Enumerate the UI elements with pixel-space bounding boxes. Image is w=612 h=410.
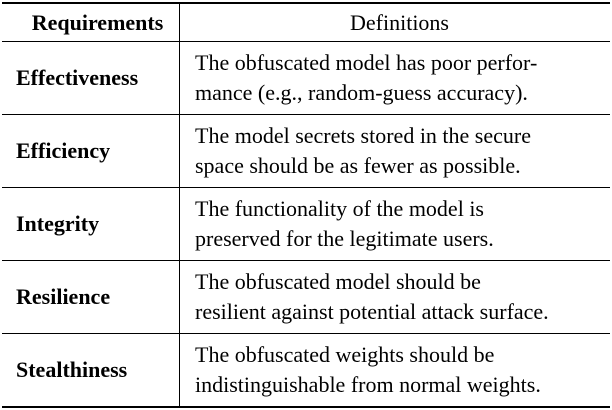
table-row: Efficiency The model secrets stored in t… xyxy=(2,115,610,187)
table-row: Effectiveness The obfuscated model has p… xyxy=(2,42,610,114)
definition-line: The model secrets stored in the secure xyxy=(195,123,531,148)
table-header-row: Requirements Definitions xyxy=(2,4,610,41)
definition-line: space should be as fewer as possible. xyxy=(195,153,521,178)
table-row: Resilience The obfuscated model should b… xyxy=(2,261,610,333)
definition-line: The functionality of the model is xyxy=(195,196,484,221)
definition-line: The obfuscated model has poor perfor- xyxy=(195,50,538,75)
requirement-effectiveness: Effectiveness xyxy=(2,42,180,114)
requirement-resilience: Resilience xyxy=(2,261,180,333)
requirement-efficiency: Efficiency xyxy=(2,115,180,187)
definition-resilience: The obfuscated model should be resilient… xyxy=(180,261,610,333)
definition-line: The obfuscated weights should be xyxy=(195,342,495,367)
top-rule xyxy=(2,2,610,4)
definition-integrity: The functionality of the model is preser… xyxy=(180,188,610,260)
requirement-stealthiness: Stealthiness xyxy=(2,334,180,406)
row-divider xyxy=(2,260,610,261)
definition-line: resilient against potential attack surfa… xyxy=(195,299,549,324)
header-rule xyxy=(2,41,610,42)
row-divider xyxy=(2,333,610,334)
definition-line: indistinguishable from normal weights. xyxy=(195,372,541,397)
definition-line: The obfuscated model should be xyxy=(195,269,481,294)
row-divider xyxy=(2,187,610,188)
table-row: Stealthiness The obfuscated weights shou… xyxy=(2,334,610,406)
table-row: Integrity The functionality of the model… xyxy=(2,188,610,260)
header-requirements: Requirements xyxy=(2,4,180,41)
definition-line: preserved for the legitimate users. xyxy=(195,226,494,251)
definition-stealthiness: The obfuscated weights should be indisti… xyxy=(180,334,610,406)
definition-effectiveness: The obfuscated model has poor perfor- ma… xyxy=(180,42,610,114)
requirement-integrity: Integrity xyxy=(2,188,180,260)
header-definitions: Definitions xyxy=(350,9,449,35)
definition-line: mance (e.g., random-guess accuracy). xyxy=(195,80,528,105)
bottom-rule xyxy=(2,406,610,408)
row-divider xyxy=(2,114,610,115)
definition-efficiency: The model secrets stored in the secure s… xyxy=(180,115,610,187)
